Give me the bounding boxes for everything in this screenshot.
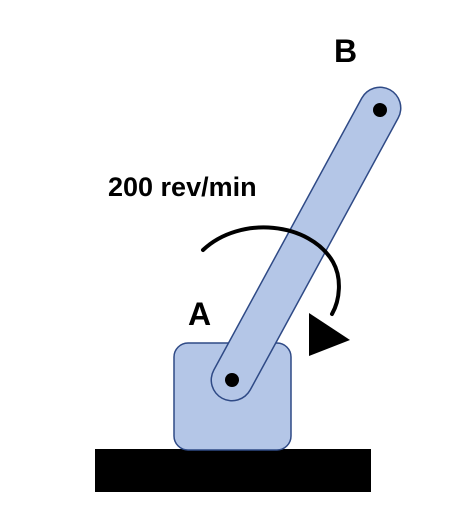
ground-base: [95, 449, 371, 492]
pin-b: [373, 103, 387, 117]
label-point-b: B: [334, 33, 357, 69]
crank-link: [210, 86, 402, 402]
pin-a: [225, 373, 239, 387]
label-angular-speed: 200 rev/min: [108, 172, 257, 202]
clockwise-arrow-icon: [201, 225, 350, 356]
label-point-a: A: [188, 296, 211, 332]
